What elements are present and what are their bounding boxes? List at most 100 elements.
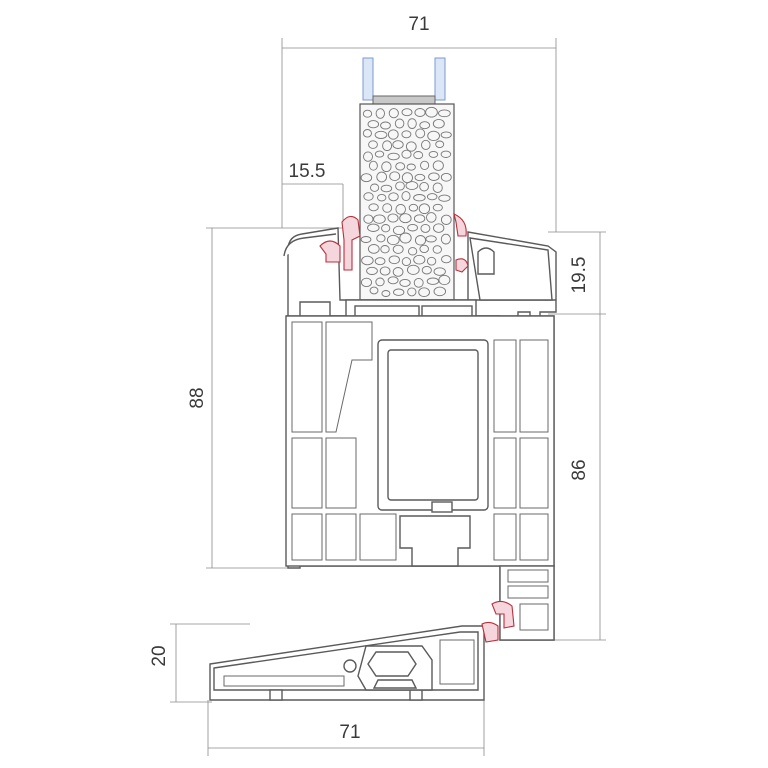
- gasket-frame-lower: [491, 600, 515, 629]
- foam-cell: [433, 286, 447, 297]
- foam-cell: [387, 152, 400, 161]
- foam-cell: [399, 232, 412, 244]
- foam-cell: [395, 181, 405, 191]
- reinforcement-foot: [431, 501, 453, 513]
- dim-label-bead-offset: 15.5: [289, 161, 326, 182]
- foam-cell: [418, 287, 430, 298]
- foam-cell: [367, 223, 380, 232]
- foam-cell: [401, 191, 411, 202]
- chamber-left-low2: [325, 513, 357, 561]
- foam-cell: [380, 245, 390, 254]
- glass-pane-left: [362, 57, 374, 101]
- foam-cell: [394, 118, 405, 129]
- foam-cell: [363, 151, 373, 162]
- foam-cell: [375, 108, 385, 119]
- foam-cell: [362, 109, 373, 118]
- foam-cell: [428, 172, 440, 181]
- threshold-profile: [209, 625, 485, 701]
- foam-cell: [392, 244, 404, 254]
- foam-core: [359, 103, 455, 301]
- foam-cell: [389, 171, 401, 182]
- foam-cell: [418, 203, 431, 215]
- foam-cell: [401, 257, 412, 267]
- gasket-top-right: [453, 213, 467, 237]
- threshold-chamber-right: [439, 639, 475, 685]
- foam-cell: [375, 277, 385, 287]
- threshold-foot-left: [269, 689, 283, 701]
- foam-cell: [387, 213, 399, 223]
- foam-cell: [381, 161, 392, 173]
- foam-cell: [388, 192, 399, 202]
- foam-cell: [361, 255, 374, 266]
- foam-cell: [405, 141, 417, 152]
- threshold-slot: [223, 675, 345, 687]
- foam-cell: [432, 182, 443, 193]
- threshold-foot-right: [409, 689, 423, 701]
- foam-cell: [440, 150, 452, 158]
- foam-cell: [401, 149, 412, 159]
- foam-cell: [419, 244, 429, 254]
- foam-cell: [368, 160, 378, 171]
- foam-cell: [393, 288, 405, 296]
- foam-cell: [425, 106, 438, 118]
- foam-cell: [414, 173, 426, 182]
- foam-cell: [408, 203, 419, 212]
- chamber-left-low: [291, 513, 323, 561]
- dim-label-threshold-width: 71: [339, 722, 360, 743]
- foam-texture: [360, 106, 452, 298]
- chamber-left-angled: [325, 321, 373, 433]
- foam-cell: [421, 139, 431, 150]
- foam-cell: [370, 183, 380, 192]
- foam-cell: [440, 172, 452, 182]
- leg-chamber-2: [507, 585, 549, 599]
- foam-cell: [360, 236, 372, 243]
- foam-cell: [426, 193, 438, 201]
- foam-cell: [432, 160, 444, 171]
- foam-cell: [363, 192, 374, 201]
- chamber-left-low3: [359, 513, 397, 561]
- dim-label-threshold-height: 20: [149, 645, 170, 666]
- insulated-panel: [359, 103, 455, 301]
- foam-cell: [406, 163, 416, 171]
- foam-cell: [387, 276, 399, 285]
- foam-cell: [407, 118, 417, 129]
- foam-cell: [420, 160, 430, 171]
- chamber-left-mid: [291, 437, 323, 509]
- foam-cell: [401, 108, 413, 117]
- leg-chamber-3: [519, 603, 549, 631]
- foam-cell: [432, 118, 445, 129]
- foam-cell: [401, 130, 412, 139]
- foam-cell: [386, 234, 400, 246]
- foam-cell: [380, 184, 393, 193]
- foam-cell: [435, 140, 445, 149]
- foam-cell: [438, 194, 451, 202]
- foam-cell: [440, 131, 452, 139]
- chamber-right-f: [519, 513, 549, 561]
- gaskets: [319, 213, 515, 643]
- chamber-right-b: [519, 339, 549, 433]
- chamber-right-c: [493, 437, 517, 509]
- foam-cell: [421, 265, 432, 275]
- threshold-screw-port: [343, 659, 357, 673]
- foam-cell: [374, 257, 386, 266]
- dim-label-overlap: 19.5: [569, 257, 590, 294]
- foam-cell: [440, 233, 451, 245]
- foam-cell: [387, 129, 399, 140]
- dim-label-top-width: 71: [408, 14, 429, 35]
- foam-cell: [374, 130, 388, 139]
- foam-cell: [366, 266, 378, 275]
- foam-cell: [369, 286, 379, 295]
- glass-pane-right: [434, 57, 446, 101]
- foam-cell: [367, 120, 380, 129]
- foam-cell: [420, 223, 431, 233]
- foam-cell: [413, 194, 426, 202]
- foam-cell: [399, 278, 411, 287]
- foam-cell: [376, 234, 386, 243]
- foam-cell: [426, 256, 437, 266]
- foam-cell: [413, 151, 424, 160]
- foam-cell: [368, 140, 378, 149]
- foam-cell: [388, 108, 399, 119]
- foam-cell: [433, 223, 445, 233]
